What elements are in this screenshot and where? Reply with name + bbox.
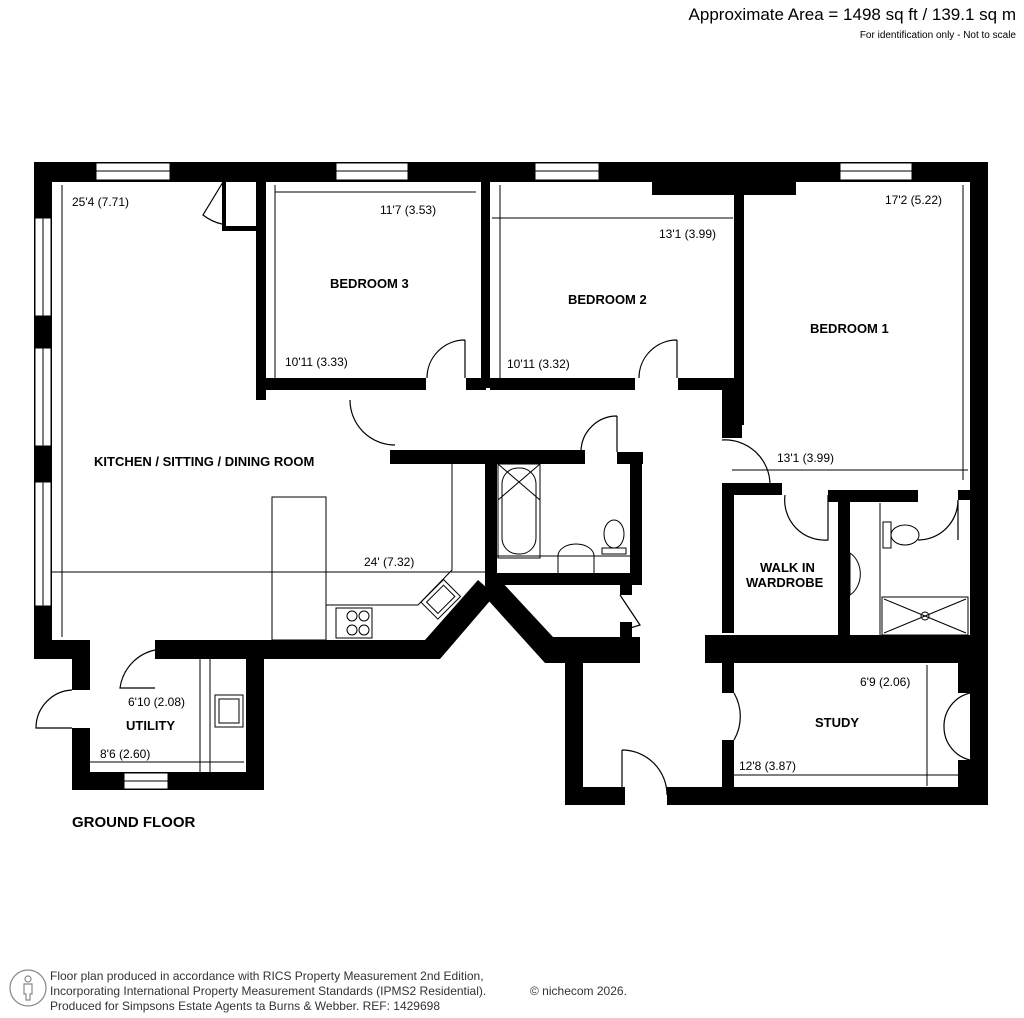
room-label-bedroom2: BEDROOM 2 xyxy=(568,292,647,307)
dim-study-length: 6'9 (2.06) xyxy=(860,675,910,689)
dim-bedroom1-width: 13'1 (3.99) xyxy=(777,451,834,465)
toilet-icon xyxy=(603,519,625,549)
kitchen-sink-icon xyxy=(420,578,462,620)
approximate-area: Approximate Area = 1498 sq ft / 139.1 sq… xyxy=(688,5,1016,24)
dim-kitchen-length: 25'4 (7.71) xyxy=(72,195,129,209)
room-label-wardrobe-2: WARDROBE xyxy=(746,575,824,590)
room-label-kitchen: KITCHEN / SITTING / DINING ROOM xyxy=(94,454,314,469)
footer-line-1: Floor plan produced in accordance with R… xyxy=(50,969,484,983)
windows xyxy=(34,162,913,790)
basin-icon xyxy=(557,543,595,573)
copyright: © nichecom 2026. xyxy=(530,984,627,998)
shower-tray-icon xyxy=(881,596,969,636)
disclaimer: For identification only - Not to scale xyxy=(859,30,1016,41)
dim-kitchen-width: 24' (7.32) xyxy=(364,555,414,569)
room-label-bedroom3: BEDROOM 3 xyxy=(330,276,409,291)
dim-utility-length: 6'10 (2.08) xyxy=(128,695,185,709)
ensuite-toilet-icon xyxy=(890,524,920,546)
hob-icon xyxy=(335,607,373,639)
room-label-wardrobe-1: WALK IN xyxy=(760,560,815,575)
floor-label: GROUND FLOOR xyxy=(72,814,196,831)
utility-sink-icon xyxy=(214,694,244,728)
dim-utility-width: 8'6 (2.60) xyxy=(100,747,150,761)
kitchen-island xyxy=(271,496,327,641)
doors xyxy=(35,181,971,796)
dimension-lines xyxy=(52,185,968,786)
dim-bedroom1-length: 17'2 (5.22) xyxy=(885,193,942,207)
dim-study-width: 12'8 (3.87) xyxy=(739,759,796,773)
bath-icon xyxy=(497,463,541,559)
room-label-study: STUDY xyxy=(815,715,859,730)
header: Approximate Area = 1498 sq ft / 139.1 sq… xyxy=(689,4,1016,44)
fixtures xyxy=(209,463,969,772)
footer: Floor plan produced in accordance with R… xyxy=(50,969,486,1014)
dim-bedroom3-length: 10'11 (3.33) xyxy=(285,355,348,369)
room-label-utility: UTILITY xyxy=(126,718,175,733)
person-in-circle-icon xyxy=(9,969,47,1007)
footer-line-3: Produced for Simpsons Estate Agents ta B… xyxy=(50,999,440,1013)
kitchen-counter xyxy=(325,464,453,606)
ensuite-basin-icon xyxy=(849,552,861,596)
closet-door xyxy=(202,181,224,225)
walls xyxy=(34,162,988,805)
dim-bedroom2-width: 13'1 (3.99) xyxy=(659,227,716,241)
dim-bedroom3-width: 11'7 (3.53) xyxy=(380,203,436,217)
footer-line-2: Incorporating International Property Mea… xyxy=(50,984,487,998)
dim-bedroom2-length: 10'11 (3.32) xyxy=(507,357,570,371)
room-label-bedroom1: BEDROOM 1 xyxy=(810,321,889,336)
